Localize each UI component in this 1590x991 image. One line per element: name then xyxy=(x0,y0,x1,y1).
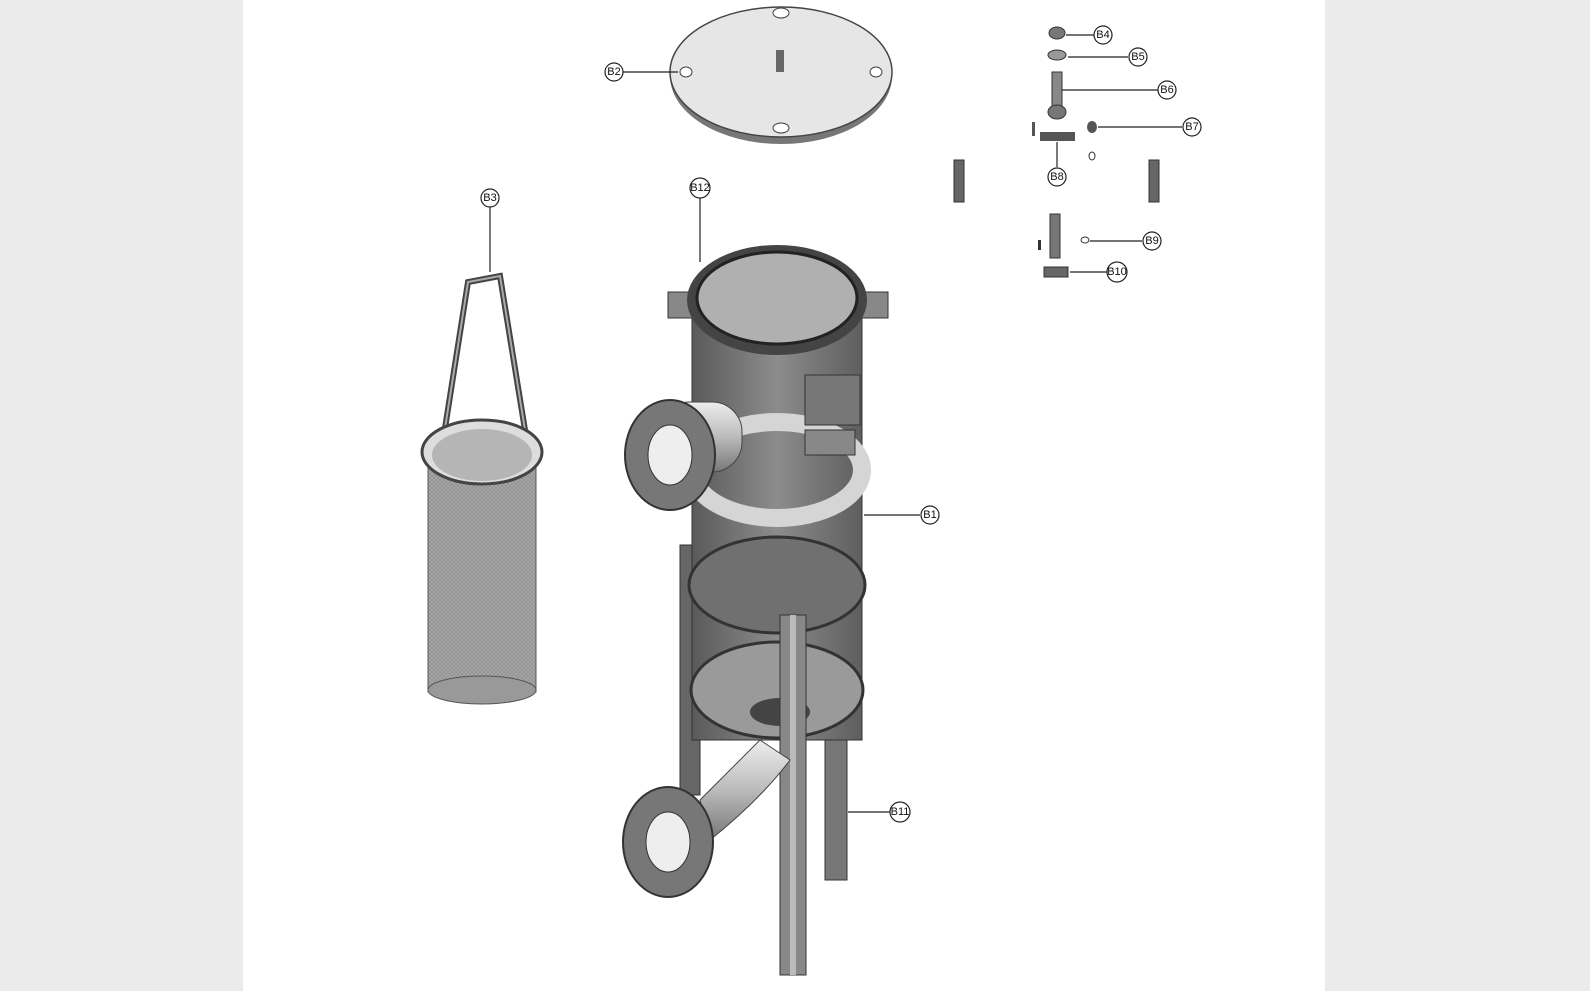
filter-basket xyxy=(420,272,544,705)
label-b2: B2 xyxy=(604,62,624,82)
label-text: B8 xyxy=(1050,171,1063,183)
label-b10: B10 xyxy=(1106,261,1128,283)
label-text: B7 xyxy=(1185,121,1198,133)
label-b3: B3 xyxy=(480,188,500,208)
label-b11: B11 xyxy=(889,801,911,823)
label-text: B12 xyxy=(690,182,710,194)
label-b8: B8 xyxy=(1047,167,1067,187)
label-text: B4 xyxy=(1096,29,1109,41)
label-b9: B9 xyxy=(1142,231,1162,251)
label-text: B11 xyxy=(891,806,910,818)
label-text: B3 xyxy=(483,192,496,204)
label-text: B5 xyxy=(1131,51,1144,63)
label-b4: B4 xyxy=(1093,25,1113,45)
label-b1: B1 xyxy=(920,505,940,525)
cover-lid xyxy=(669,6,893,144)
label-text: B6 xyxy=(1160,84,1173,96)
label-text: B1 xyxy=(923,509,936,521)
label-b6: B6 xyxy=(1157,80,1177,100)
label-b12: B12 xyxy=(689,177,711,199)
label-b7: B7 xyxy=(1182,117,1202,137)
label-text: B2 xyxy=(607,66,620,78)
label-b5: B5 xyxy=(1128,47,1148,67)
leader-lines xyxy=(489,34,1182,813)
housing-body xyxy=(622,245,889,976)
hardware-parts xyxy=(953,26,1160,278)
label-text: B10 xyxy=(1107,266,1127,278)
label-text: B9 xyxy=(1145,235,1158,247)
